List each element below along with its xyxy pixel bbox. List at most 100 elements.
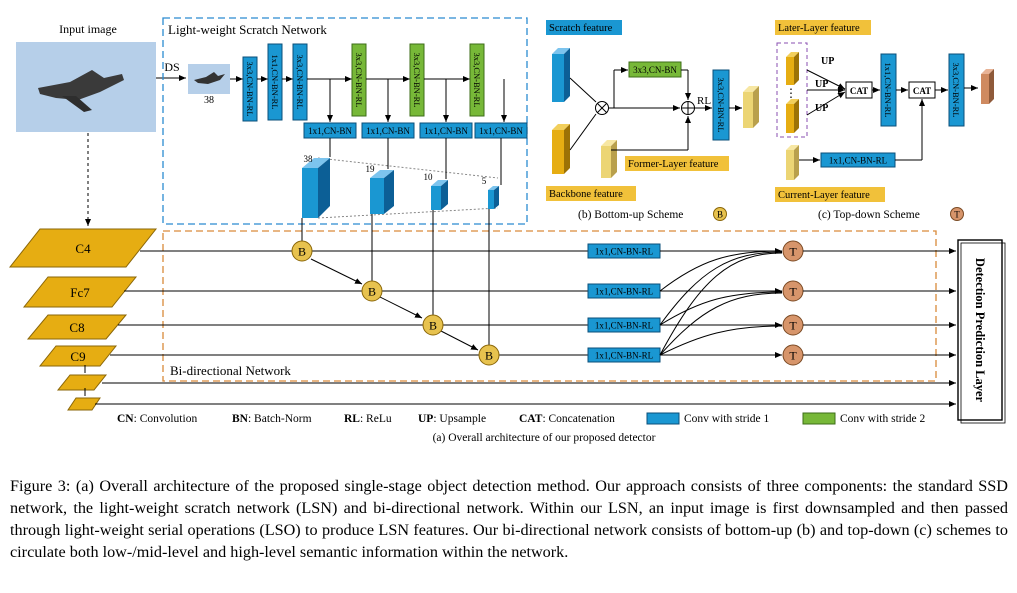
top-down-node: T bbox=[782, 344, 804, 366]
svg-text:19: 19 bbox=[366, 164, 376, 174]
svg-text:C8: C8 bbox=[69, 320, 84, 335]
svg-text:3x3,CN-BN-RL: 3x3,CN-BN-RL bbox=[412, 52, 422, 107]
svg-text:B: B bbox=[298, 245, 306, 259]
top-down-conv: 1x1,CN-BN-RL bbox=[587, 283, 661, 299]
lso-block: 3x3,CN-BN-RL bbox=[351, 43, 367, 117]
lsn-box bbox=[162, 17, 528, 225]
top-down-conv: 1x1,CN-BN-RL bbox=[587, 317, 661, 333]
svg-text:3x3,CN-BN-RL: 3x3,CN-BN-RL bbox=[951, 62, 961, 117]
projection-conv: 1x1,CN-BN bbox=[474, 122, 528, 139]
svg-text:5: 5 bbox=[482, 176, 487, 186]
svg-text:3x3,CN-BN-RL: 3x3,CN-BN-RL bbox=[716, 77, 726, 132]
svg-text:3x3,CN-BN-RL: 3x3,CN-BN-RL bbox=[472, 52, 482, 107]
backbone-extra bbox=[67, 397, 101, 411]
lso-block: 3x3,CN-BN-RL bbox=[409, 43, 425, 117]
legend-stride1-swatch bbox=[646, 412, 680, 425]
current-feature-label: Current-Layer feature bbox=[778, 190, 870, 201]
svg-text:10: 10 bbox=[424, 172, 434, 182]
svg-text:B: B bbox=[717, 210, 723, 220]
scratch-feature-label: Scratch feature bbox=[549, 23, 613, 34]
svg-text:B: B bbox=[429, 319, 437, 333]
svg-text:1x1,CN-BN-RL: 1x1,CN-BN-RL bbox=[829, 156, 887, 166]
backbone-feature-label: Backbone feature bbox=[549, 189, 623, 200]
top-down-node: T bbox=[782, 240, 804, 262]
svg-text:3x3,CN-BN-RL: 3x3,CN-BN-RL bbox=[354, 52, 364, 107]
svg-text:3x3,CN-BN: 3x3,CN-BN bbox=[633, 65, 677, 75]
bidirectional-box bbox=[162, 230, 937, 382]
backbone-c9: C9 bbox=[38, 345, 118, 367]
later-feature-label: Later-Layer feature bbox=[778, 23, 860, 34]
lsn-title: Light-weight Scratch Network bbox=[168, 22, 327, 37]
svg-text:B: B bbox=[485, 349, 493, 363]
lsn-feature-5: 5 bbox=[482, 176, 499, 209]
projection-conv: 1x1,CN-BN bbox=[361, 122, 415, 139]
svg-text:1x1,CN-BN-RL: 1x1,CN-BN-RL bbox=[595, 287, 653, 297]
top-down-node: T bbox=[782, 280, 804, 302]
svg-text:RL: RL bbox=[697, 95, 711, 107]
top-down-conv: 1x1,CN-BN-RL bbox=[587, 347, 661, 363]
svg-text:Detection Prediction Layer: Detection Prediction Layer bbox=[973, 258, 987, 403]
bottom-up-node: B bbox=[478, 344, 500, 366]
detection-prediction-layer: Detection Prediction Layer bbox=[957, 239, 1006, 424]
svg-text:Conv with stride 2: Conv with stride 2 bbox=[840, 413, 926, 425]
legend-stride2-swatch bbox=[802, 412, 836, 425]
svg-text:Conv with stride 1: Conv with stride 1 bbox=[684, 413, 770, 425]
input-image-label: Input image bbox=[59, 22, 117, 36]
svg-text:1x1,CN-BN: 1x1,CN-BN bbox=[479, 126, 523, 136]
svg-text:BN: Batch-Norm: BN: Batch-Norm bbox=[232, 413, 312, 425]
lso-block: 1x1,CN-BN-RL bbox=[267, 43, 283, 121]
backbone-extra bbox=[56, 374, 108, 391]
lso-block: 3x3,CN-BN-RL bbox=[292, 43, 308, 121]
top-down-conv: 1x1,CN-BN-RL bbox=[587, 243, 661, 259]
svg-text:CN: Convolution: CN: Convolution bbox=[117, 413, 197, 425]
svg-text:T: T bbox=[789, 245, 797, 259]
bottom-up-node: B bbox=[291, 240, 313, 262]
svg-text:T: T bbox=[789, 319, 797, 333]
projection-conv: 1x1,CN-BN bbox=[303, 122, 357, 139]
svg-text:T: T bbox=[954, 210, 960, 220]
top-down-node: T bbox=[782, 314, 804, 336]
svg-text:CAT: CAT bbox=[850, 86, 868, 96]
svg-text:1x1,CN-BN: 1x1,CN-BN bbox=[424, 126, 468, 136]
svg-text:1x1,CN-BN: 1x1,CN-BN bbox=[308, 126, 352, 136]
svg-text:T: T bbox=[789, 349, 797, 363]
svg-text:B: B bbox=[368, 285, 376, 299]
svg-text:1x1,CN-BN-RL: 1x1,CN-BN-RL bbox=[595, 321, 653, 331]
svg-text:1x1,CN-BN-RL: 1x1,CN-BN-RL bbox=[595, 351, 653, 361]
downsampled-size: 38 bbox=[204, 95, 214, 106]
svg-text:UP: UP bbox=[821, 56, 834, 67]
svg-text:CAT: CAT bbox=[913, 86, 931, 96]
svg-text:1x1,CN-BN-RL: 1x1,CN-BN-RL bbox=[595, 247, 653, 257]
svg-text:3x3,CN-BN-RL: 3x3,CN-BN-RL bbox=[245, 61, 255, 116]
svg-text:⋮: ⋮ bbox=[785, 86, 797, 100]
svg-text:UP: UP bbox=[815, 103, 828, 114]
svg-text:C4: C4 bbox=[75, 241, 91, 256]
figure-caption: Figure 3: (a) Overall architecture of th… bbox=[10, 477, 1008, 561]
svg-text:UP: UP bbox=[815, 79, 828, 90]
svg-text:1x1,CN-BN: 1x1,CN-BN bbox=[366, 126, 410, 136]
panel-b: Scratch feature Backbone feature 3x3,CN-… bbox=[546, 20, 759, 221]
lso-block: 3x3,CN-BN-RL bbox=[469, 43, 485, 117]
backbone-c8: C8 bbox=[26, 314, 128, 340]
bottom-up-node: B bbox=[361, 280, 383, 302]
panel-b-caption: (b) Bottom-up Scheme bbox=[578, 209, 683, 221]
svg-text:T: T bbox=[789, 285, 797, 299]
svg-text:CAT: Concatenation: CAT: Concatenation bbox=[519, 413, 615, 425]
svg-text:C9: C9 bbox=[70, 349, 85, 364]
legend: CN: Convolution BN: Batch-Norm RL: ReLu … bbox=[117, 412, 926, 425]
backbone-fc7: Fc7 bbox=[22, 276, 138, 308]
architecture-figure: Input image DS 38 Light-weight Scratch N… bbox=[8, 17, 1006, 444]
svg-text:1x1,CN-BN-RL: 1x1,CN-BN-RL bbox=[883, 62, 893, 117]
panel-c: Later-Layer feature ⋮ UP UP UP CAT 1x1,C… bbox=[775, 20, 994, 221]
lsn-feature-19: 19 bbox=[366, 164, 394, 214]
figure-subcaption: (a) Overall architecture of our proposed… bbox=[433, 432, 656, 444]
svg-text:Fc7: Fc7 bbox=[70, 285, 90, 300]
bottom-up-node: B bbox=[422, 314, 444, 336]
bidirectional-label: Bi-directional Network bbox=[170, 363, 291, 378]
input-image bbox=[16, 42, 156, 132]
downsampled-image bbox=[188, 64, 230, 94]
lso-block: 3x3,CN-BN-RL bbox=[242, 56, 258, 122]
svg-text:1x1,CN-BN-RL: 1x1,CN-BN-RL bbox=[270, 54, 280, 109]
lsn-feature-10: 10 bbox=[424, 172, 448, 210]
panel-c-caption: (c) Top-down Scheme bbox=[818, 209, 920, 221]
